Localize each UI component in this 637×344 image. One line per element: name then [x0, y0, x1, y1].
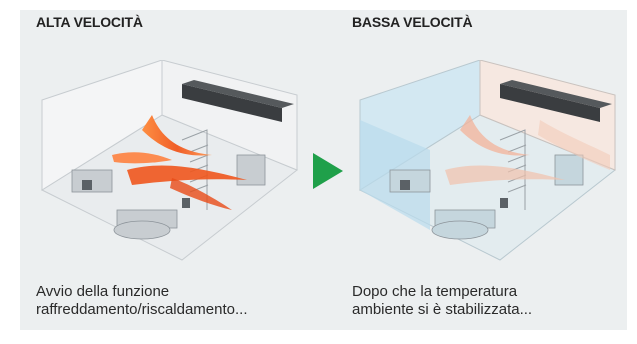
play-arrow-icon [313, 153, 343, 189]
room-illustration-low-speed [358, 60, 616, 261]
airflow-low-speed [445, 115, 610, 185]
caption-line: Avvio della funzione [36, 283, 170, 300]
caption-line: raffreddamento/riscaldamento... [36, 301, 248, 318]
caption-line: ambiente si è stabilizzata... [352, 301, 533, 318]
heading-high-speed: ALTA VELOCITÀ [36, 14, 143, 30]
airflow-high-speed [112, 115, 247, 210]
caption-low-speed: Dopo che la temperatura ambiente si è st… [352, 283, 532, 319]
room-illustration-high-speed [40, 60, 298, 261]
caption-line: Dopo che la temperatura [352, 283, 518, 300]
caption-high-speed: Avvio della funzione raffreddamento/risc… [36, 283, 248, 319]
heading-low-speed: BASSA VELOCITÀ [352, 14, 473, 30]
